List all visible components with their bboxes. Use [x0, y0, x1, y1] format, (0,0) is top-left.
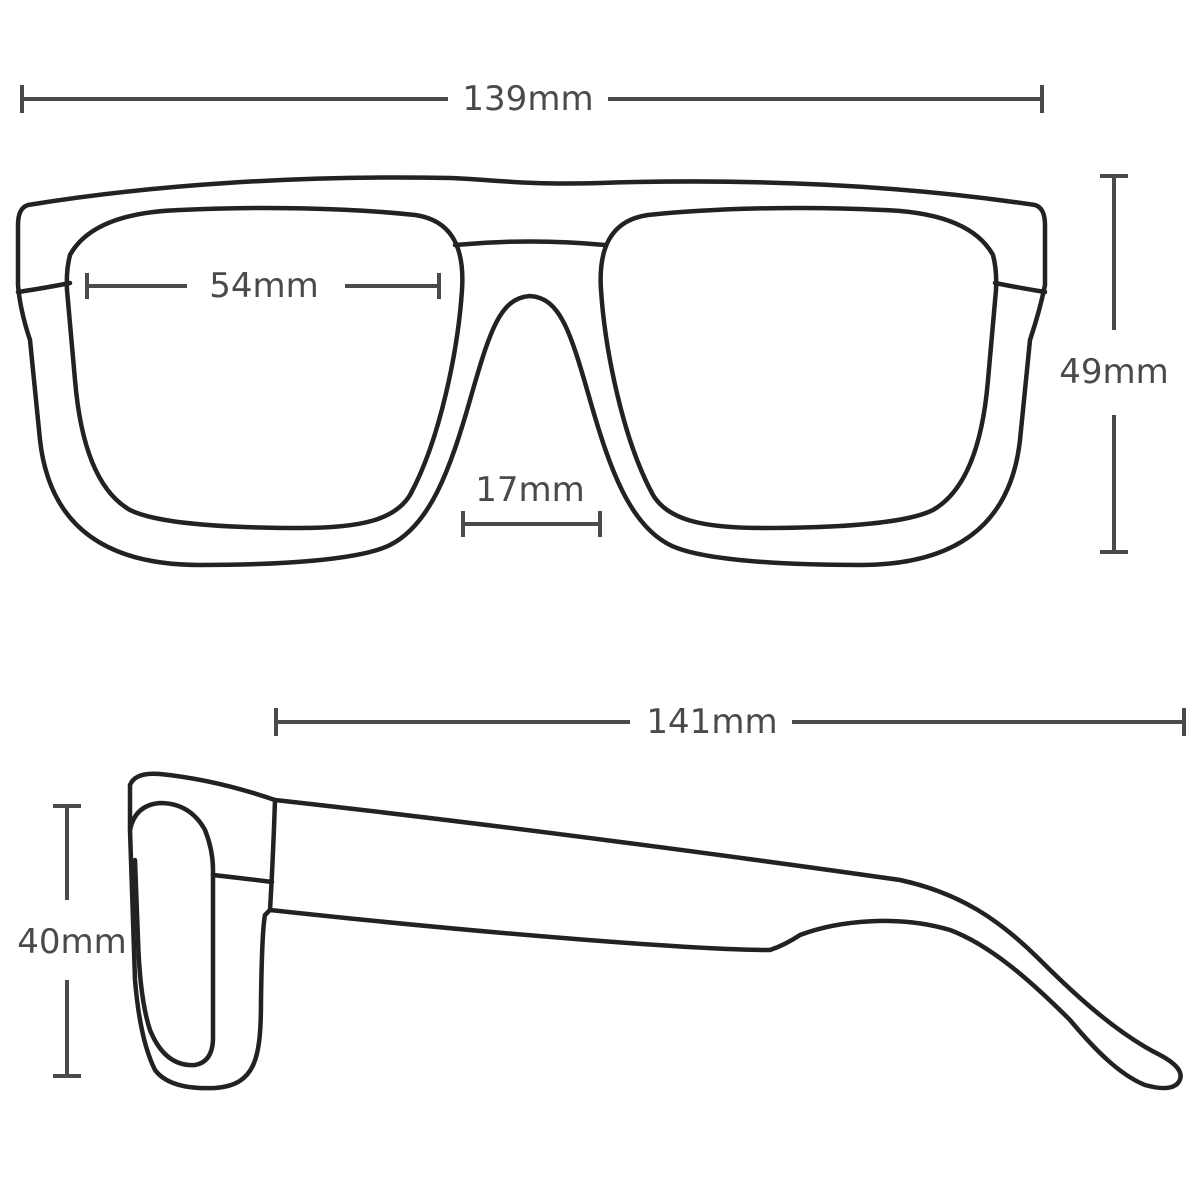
label-lens-width: 54mm — [209, 266, 319, 306]
label-lens-height: 49mm — [1059, 352, 1169, 392]
dimension-frame-height: 40mm — [17, 804, 127, 1078]
dimension-lens-width: 54mm — [85, 266, 441, 306]
dimension-temple-length: 141mm — [274, 702, 1186, 742]
side-frame-outline — [127, 771, 1183, 1091]
front-left-lens — [64, 205, 465, 531]
front-bridge-top — [452, 239, 608, 248]
front-brow-line-right — [992, 280, 1048, 295]
front-frame-outline — [15, 175, 1048, 568]
dimension-lens-height: 49mm — [1059, 174, 1169, 554]
label-bridge-width: 17mm — [475, 470, 585, 510]
side-brow-line — [210, 872, 275, 885]
dimension-total-width: 139mm — [20, 79, 1044, 119]
front-brow-line-left — [15, 280, 73, 295]
side-lens-edge — [127, 800, 216, 1068]
label-total-width: 139mm — [462, 79, 593, 119]
side-view — [127, 771, 1183, 1091]
label-frame-height: 40mm — [17, 922, 127, 962]
side-hinge-line — [267, 797, 278, 913]
label-temple-length: 141mm — [646, 702, 777, 742]
dimension-bridge-width: 17mm — [461, 470, 602, 537]
front-right-lens — [598, 205, 999, 531]
front-view — [15, 175, 1048, 568]
